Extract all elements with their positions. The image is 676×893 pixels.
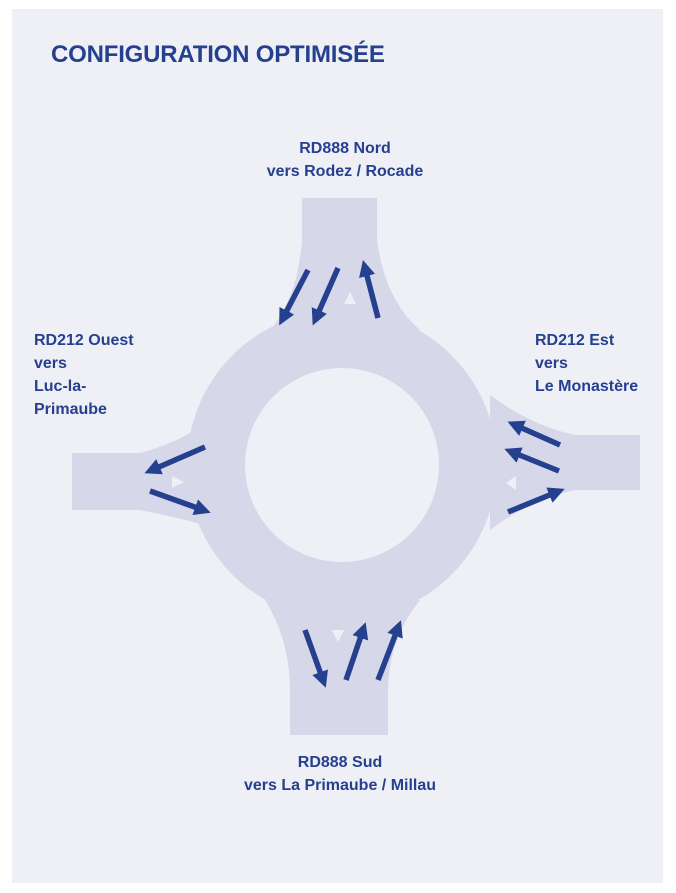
east-label-line-1: RD212 Est: [535, 332, 615, 349]
south-splitter-island: [332, 630, 344, 642]
west-label-line-4: Primaube: [34, 401, 107, 418]
east-label-line-3: Le Monastère: [535, 378, 639, 395]
central-island: [245, 368, 439, 562]
west-label-line-2: vers: [34, 355, 67, 372]
north-branch-road: [270, 198, 420, 330]
west-label-line-1: RD212 Ouest: [34, 332, 134, 349]
north-branch-label: RD888 Nord vers Rodez / Rocade: [220, 137, 470, 183]
north-exit-arrow: [359, 260, 381, 319]
east-label-line-2: vers: [535, 355, 568, 372]
east-entry-arrow-1: [507, 420, 562, 448]
south-entry-arrow-2: [375, 620, 403, 681]
west-exit-arrow: [144, 444, 207, 475]
east-branch-label: RD212 Est vers Le Monastère: [535, 329, 665, 398]
diagram-title: CONFIGURATION OPTIMISÉE: [51, 41, 385, 68]
north-splitter-island: [344, 292, 356, 304]
north-entry-arrow-2: [311, 266, 341, 326]
west-branch-label: RD212 Ouest vers Luc-la- Primaube: [34, 329, 194, 421]
south-label-line-2: vers La Primaube / Millau: [243, 777, 437, 794]
north-entry-arrow-1: [279, 268, 311, 326]
south-label-line-1: RD888 Sud: [297, 754, 383, 771]
south-branch-label: RD888 Sud vers La Primaube / Millau: [190, 751, 490, 797]
south-branch-road: [265, 600, 420, 735]
east-exit-arrow: [506, 487, 565, 515]
north-label-line-1: RD888 Nord: [299, 140, 391, 157]
south-exit-arrow: [302, 629, 328, 688]
north-label-line-2: vers Rodez / Rocade: [266, 163, 424, 180]
west-splitter-island: [172, 476, 184, 488]
west-entry-arrow: [149, 488, 211, 515]
east-splitter-island: [506, 476, 516, 490]
south-entry-arrow-1: [343, 622, 369, 681]
splitter-islands: [172, 292, 516, 642]
west-label-line-3: Luc-la-: [34, 378, 87, 395]
traffic-arrows: [144, 260, 565, 688]
east-entry-arrow-2: [504, 447, 561, 474]
